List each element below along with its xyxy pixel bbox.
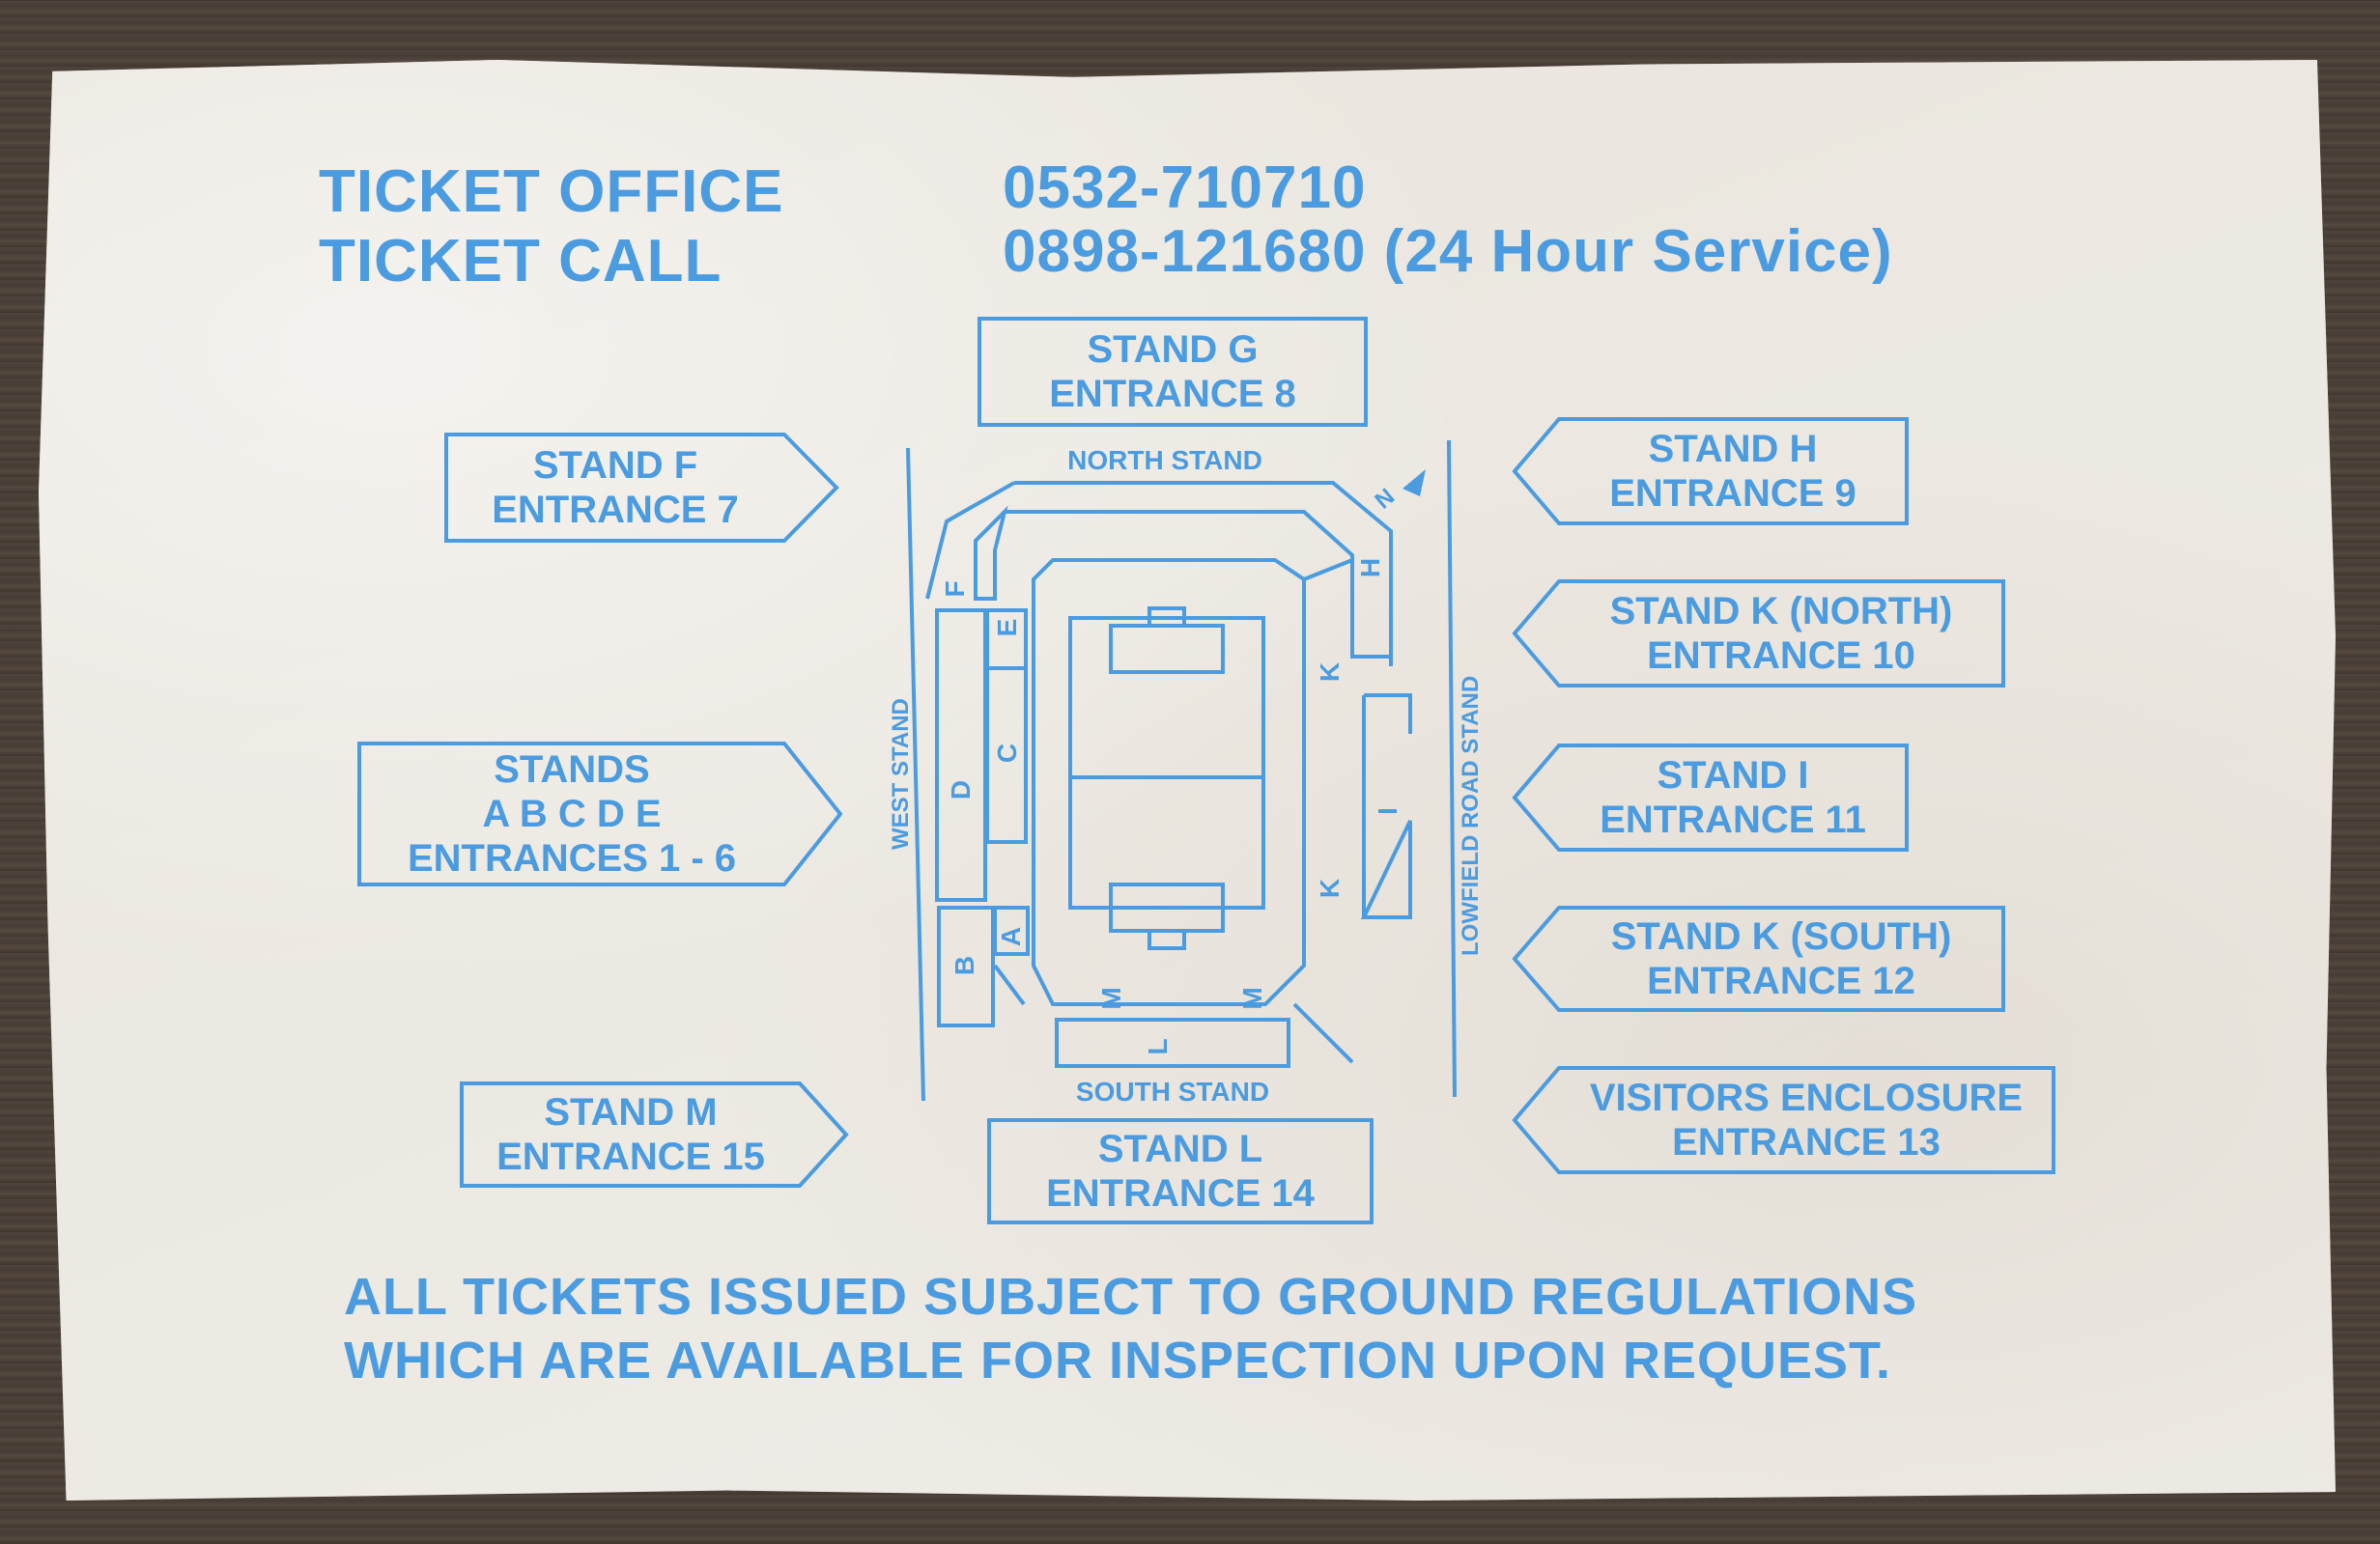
box-outline	[1512, 1066, 2055, 1174]
box-line: ENTRANCE 14	[1046, 1172, 1315, 1215]
box-line: STAND I	[1657, 754, 1809, 797]
stand-a-block	[993, 906, 1030, 956]
box-line: STAND K (NORTH)	[1609, 590, 1953, 632]
section-i-label: I	[1373, 807, 1402, 815]
east-road-line	[1447, 439, 1457, 1098]
box-stand-i: STAND I ENTRANCE 11	[1559, 745, 1907, 850]
box-line: ENTRANCE 13	[1672, 1121, 1941, 1164]
section-e-label: E	[992, 619, 1022, 637]
west-corner-outline	[925, 481, 1015, 600]
ticket-call-label: TICKET CALL	[319, 228, 722, 295]
box-line: STAND K (SOUTH)	[1610, 915, 1952, 958]
section-f-label: F	[940, 580, 970, 597]
section-h-label: H	[1355, 558, 1385, 577]
section-k-south-label: K	[1315, 879, 1345, 898]
stand-l-block	[1055, 1018, 1290, 1068]
stand-i-block	[1360, 693, 1412, 919]
section-a-label: A	[996, 927, 1026, 946]
box-stand-k-south: STAND K (SOUTH) ENTRANCE 12	[1559, 908, 2003, 1010]
box-outline	[444, 433, 839, 543]
section-k-north-label: K	[1315, 662, 1345, 682]
north-marker-label: N	[1371, 484, 1401, 515]
north-stand-inner	[1005, 510, 1354, 657]
box-line: ENTRANCE 10	[1647, 634, 1915, 677]
ticket	[39, 60, 2336, 1501]
regulations-line-1: ALL TICKETS ISSUED SUBJECT TO GROUND REG…	[344, 1268, 1918, 1326]
box-stand-g: STAND G ENTRANCE 8	[979, 319, 1366, 425]
stand-f	[974, 505, 1008, 601]
box-line: VISITORS ENCLOSURE	[1589, 1077, 2024, 1119]
box-line: ENTRANCE 15	[496, 1136, 765, 1178]
box-line: STAND F	[532, 444, 698, 487]
north-stand-outline	[1014, 481, 1393, 666]
box-stand-m: STAND M ENTRANCE 15	[462, 1083, 800, 1186]
stand-b-block	[937, 906, 995, 1027]
stand-k-north-outline	[1303, 558, 1353, 581]
ticket-office-label: TICKET OFFICE	[319, 158, 784, 225]
section-d-label: D	[946, 780, 976, 800]
box-outline	[1512, 579, 2005, 688]
box-outline	[460, 1081, 849, 1188]
box-stand-h: STAND H ENTRANCE 9	[1559, 419, 1907, 523]
box-line: STAND H	[1648, 428, 1818, 470]
section-m-east-label: M	[1237, 987, 1267, 1009]
box-stand-l: STAND L ENTRANCE 14	[989, 1120, 1372, 1222]
pitch-outline	[1068, 616, 1265, 910]
box-outline	[978, 317, 1368, 427]
box-line: ENTRANCE 9	[1609, 472, 1856, 515]
inner-stadium-outline	[1032, 558, 1306, 1006]
ticket-call-number: 0898-121680 (24 Hour Service)	[1003, 218, 1893, 285]
box-line: STANDS	[494, 748, 650, 791]
goal-south	[1148, 929, 1186, 950]
box-outline	[1512, 417, 1909, 525]
north-arrow-icon	[1402, 469, 1426, 496]
stand-c-block	[985, 666, 1028, 844]
box-line: STAND L	[1097, 1128, 1263, 1170]
box-outline	[987, 1118, 1374, 1224]
goal-north	[1148, 606, 1186, 628]
box-line: STAND G	[1087, 328, 1259, 371]
section-m-west-label: M	[1096, 987, 1126, 1009]
box-visitors-enclosure: VISITORS ENCLOSURE ENTRANCE 13	[1559, 1068, 2054, 1172]
box-line: ENTRANCE 11	[1600, 799, 1866, 841]
ticket-office-number: 0532-710710	[1003, 154, 1367, 221]
box-line: A B C D E	[482, 793, 662, 835]
west-stand-label: WEST STAND	[888, 698, 914, 850]
box-stands-abcde: STANDS A B C D E ENTRANCES 1 - 6	[359, 744, 784, 884]
section-l-label: L	[1143, 1038, 1173, 1054]
stand-d-block	[935, 608, 987, 902]
box-outline	[357, 742, 843, 886]
south-east-corner-line	[1292, 1002, 1354, 1064]
corner-line	[993, 964, 1026, 1006]
south-stand-label: SOUTH STAND	[1076, 1077, 1269, 1107]
box-stand-f: STAND F ENTRANCE 7	[446, 435, 784, 541]
west-road-line	[906, 447, 925, 1102]
box-outline	[1512, 744, 1909, 852]
box-line: ENTRANCES 1 - 6	[407, 837, 737, 880]
lowfield-road-stand-label: LOWFIELD ROAD STAND	[1458, 676, 1484, 956]
box-line: ENTRANCE 12	[1647, 960, 1915, 1002]
box-outline	[1512, 906, 2005, 1012]
box-stand-k-north: STAND K (NORTH) ENTRANCE 10	[1559, 581, 2003, 686]
stand-h-outline	[1350, 560, 1391, 659]
box-line: ENTRANCE 8	[1049, 373, 1296, 415]
section-c-label: C	[992, 744, 1022, 763]
north-stand-label: NORTH STAND	[1067, 445, 1262, 475]
box-line: ENTRANCE 7	[492, 489, 739, 531]
regulations-line-2: WHICH ARE AVAILABLE FOR INSPECTION UPON …	[344, 1332, 1892, 1390]
penalty-box-north	[1109, 624, 1225, 674]
box-line: STAND M	[544, 1091, 718, 1134]
section-b-label: B	[949, 956, 979, 975]
